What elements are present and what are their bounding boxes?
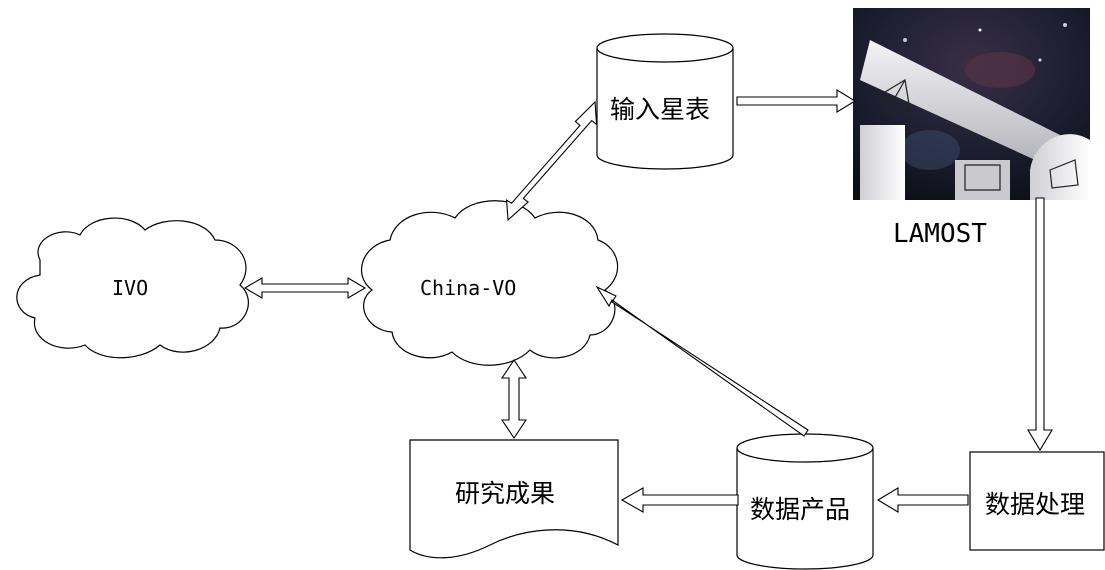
input-catalog-cylinder bbox=[596, 33, 734, 170]
arrow-data-products-china-vo bbox=[595, 285, 809, 437]
research-results-label: 研究成果 bbox=[455, 479, 556, 508]
ivo-cloud bbox=[16, 217, 249, 359]
lamost-telescope-image bbox=[853, 8, 1090, 200]
arrow-input-catalog-lamost bbox=[736, 89, 857, 113]
china-vo-cloud bbox=[361, 200, 619, 366]
arrow-data-products-research-results bbox=[620, 487, 739, 513]
lamost-label: LAMOST bbox=[893, 219, 987, 249]
china-vo-label: China-VO bbox=[420, 276, 517, 300]
arrow-china-vo-input-catalog bbox=[505, 100, 598, 222]
research-results-document bbox=[409, 439, 619, 559]
arrow-lamost-data-processing bbox=[1027, 197, 1053, 452]
data-processing-box bbox=[969, 451, 1105, 551]
data-products-cylinder bbox=[736, 433, 874, 570]
arrow-data-processing-data-products bbox=[876, 487, 969, 513]
ivo-label: IVO bbox=[112, 276, 149, 300]
arrow-ivo-china-vo bbox=[243, 277, 367, 299]
data-products-label: 数据产品 bbox=[750, 495, 851, 524]
input-catalog-label: 输入星表 bbox=[610, 95, 711, 124]
arrow-china-vo-research-results bbox=[500, 359, 528, 439]
data-processing-label: 数据处理 bbox=[985, 490, 1086, 519]
